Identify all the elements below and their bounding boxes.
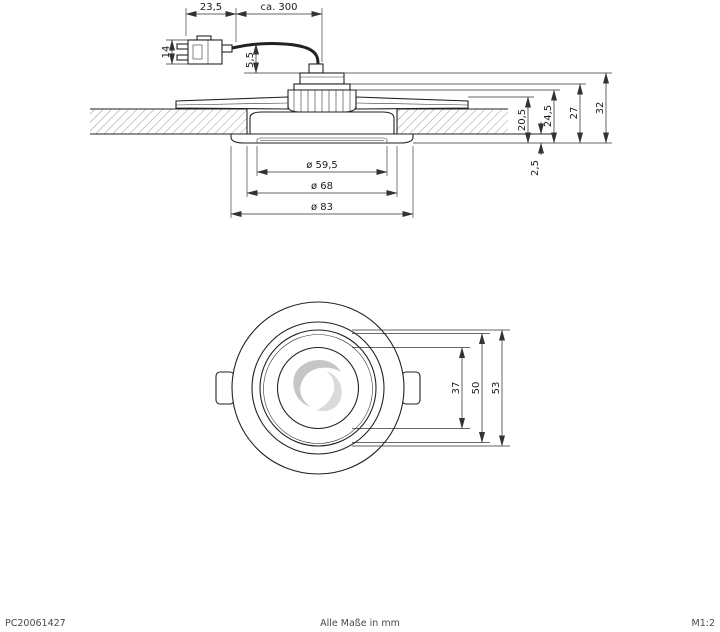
gimbal-ring-outer-circle xyxy=(259,329,377,447)
mounting-tab-left xyxy=(215,371,235,405)
footer-units-note: Alle Maße in mm xyxy=(320,618,400,629)
dimension-cable-length: ca. 300 xyxy=(235,2,323,62)
mounting-spring-left xyxy=(175,96,289,110)
dim-label-plug-length: 23,5 xyxy=(200,2,222,13)
dim-label-plug-height: 14 xyxy=(161,46,172,59)
dim-label-dia-lens: 37 xyxy=(451,382,462,395)
plug-pin-top xyxy=(176,43,189,50)
dim-label-recess-depth-2: 24,5 xyxy=(543,105,554,127)
dimension-dia-inner-ring: 50 xyxy=(352,333,490,443)
recessed-can xyxy=(249,111,395,135)
lens-reflection-swirl xyxy=(293,360,342,412)
heatsink-fins xyxy=(293,90,351,112)
mounting-spring-right-line xyxy=(355,102,469,106)
dimension-dia-bezel-ring: 53 xyxy=(352,329,510,447)
dim-label-dia-cutout: ø 68 xyxy=(311,181,333,192)
driver-housing xyxy=(299,72,345,85)
cable-grommet xyxy=(308,63,324,74)
dimension-plug-height: 14 xyxy=(161,39,188,65)
cable-ferrule xyxy=(221,44,233,53)
lens-circle xyxy=(276,346,360,430)
dimension-height-stack: 20,5 24,5 27 32 xyxy=(344,72,612,144)
footer: PC20061427 Alle Maße in mm M1:2 xyxy=(5,618,715,629)
ceiling-left-hatch xyxy=(90,109,247,134)
luminaire-body xyxy=(175,72,469,144)
mounting-spring-left-line xyxy=(175,102,289,106)
dim-label-trim-protrusion: 2,5 xyxy=(530,160,541,176)
footer-scale: M1:2 xyxy=(692,618,716,629)
dim-label-cable-length: ca. 300 xyxy=(260,2,297,13)
dim-label-dia-opening: ø 59,5 xyxy=(306,160,338,171)
dim-label-dia-bezel-ring: 53 xyxy=(491,382,502,395)
dim-label-recess-depth-3: 27 xyxy=(569,107,580,120)
mounting-spring-right xyxy=(355,96,469,110)
dim-label-dia-trim: ø 83 xyxy=(311,202,333,213)
dimension-dia-trim: ø 83 xyxy=(230,146,414,218)
ceiling-right-hatch xyxy=(397,109,508,134)
plug-latch xyxy=(196,35,212,41)
trim-inner-recess xyxy=(256,137,388,143)
dim-label-cable-offset: 5,5 xyxy=(245,52,256,68)
dimension-cable-offset: 5,5 xyxy=(244,43,300,74)
front-view: 37 50 53 xyxy=(215,301,510,475)
plug-body xyxy=(187,39,223,65)
dimension-dia-cutout: ø 68 xyxy=(246,146,398,197)
dim-label-height-total: 32 xyxy=(595,102,606,115)
plug-pin-bottom xyxy=(176,54,189,61)
plug-inner-detail xyxy=(192,44,203,60)
gimbal-ring-inner-circle xyxy=(263,334,373,444)
collar xyxy=(293,83,351,91)
dimension-dia-opening: ø 59,5 xyxy=(256,146,388,176)
bezel-inner-circle xyxy=(251,321,385,455)
mounting-tab-right xyxy=(401,371,421,405)
side-view: 23,5 ca. 300 14 5,5 20,5 xyxy=(90,2,612,218)
footer-part-number: PC20061427 xyxy=(5,618,66,629)
dim-label-dia-inner-ring: 50 xyxy=(471,382,482,395)
plug-connector xyxy=(176,35,233,65)
dimension-dia-lens: 37 xyxy=(352,347,470,429)
dimension-trim-protrusion: 2,5 xyxy=(530,122,544,176)
ceiling-section xyxy=(90,108,556,135)
dim-label-recess-depth-1: 20,5 xyxy=(517,109,528,131)
